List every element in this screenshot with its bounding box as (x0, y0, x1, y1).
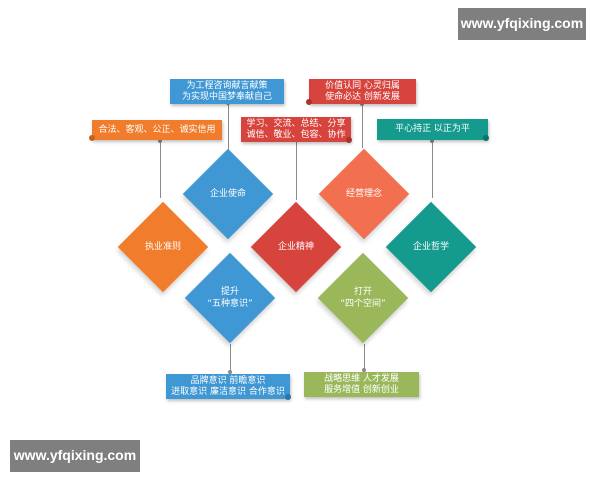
connector-dot-awareness (228, 370, 232, 374)
banner-spirit-line1: 学习、交流、总结、分享 (246, 118, 346, 129)
banner-philosophy-line1: 平心持正 以正为平 (395, 124, 470, 134)
banner-spaces-line2: 服务增值 创新创业 (324, 384, 399, 395)
banner-awareness-line1: 品牌意识 前瞻意识 (190, 375, 266, 386)
banner-management-line2: 使命必达 创新发展 (325, 91, 400, 102)
banner-philosophy-curl (483, 135, 489, 141)
banner-mission-line1: 为工程咨询献言献策 (186, 80, 268, 91)
connector-line-philosophy (432, 141, 433, 198)
diamond-code-label: 执业准则 (144, 242, 182, 252)
diamond-philosophy-label: 企业哲学 (412, 242, 450, 252)
banner-spirit: 学习、交流、总结、分享 诚信、敬业、包容、协作 (241, 117, 351, 142)
connector-line-mission (228, 103, 229, 150)
connector-line-management (362, 104, 363, 148)
diamond-awareness-line1: 提升 (220, 287, 240, 297)
diamond-mission-label: 企业使命 (209, 189, 247, 199)
banner-awareness: 品牌意识 前瞻意识 进取意识 廉洁意识 合作意识 (166, 374, 290, 399)
banner-management-line1: 价值认同 心灵归属 (325, 80, 400, 91)
diamond-spaces-line1: 打开 (353, 287, 373, 297)
banner-mission-line2: 为实现中国梦奉献自己 (181, 91, 272, 102)
connector-line-spaces (364, 344, 365, 372)
banner-awareness-line2: 进取意识 廉洁意识 合作意识 (171, 386, 285, 397)
connector-line-awareness (230, 344, 231, 374)
diamond-spaces-label: 打开 “四个空间” (340, 286, 385, 310)
diamond-management-label: 经营理念 (345, 189, 383, 199)
banner-code-curl (89, 135, 95, 141)
diamond-spirit-label: 企业精神 (277, 242, 315, 252)
banner-philosophy: 平心持正 以正为平 (377, 119, 488, 140)
diamond-awareness-line2: “五种意识” (207, 299, 253, 309)
banner-mission: 为工程咨询献言献策 为实现中国梦奉献自己 (170, 79, 284, 104)
watermark-top: www.yfqixing.com (458, 8, 586, 40)
connector-line-code (160, 141, 161, 198)
banner-spaces: 战略思维 人才发展 服务增值 创新创业 (304, 372, 419, 397)
banner-spirit-line2: 诚信、敬业、包容、协作 (246, 129, 346, 140)
connector-dot-code (158, 139, 162, 143)
banner-code: 合法、客观、公正、诚实信用 (92, 120, 222, 140)
diamond-awareness-label: 提升 “五种意识” (207, 286, 252, 310)
banner-management-curl (306, 99, 312, 105)
banner-spaces-line1: 战略思维 人才发展 (324, 373, 399, 384)
connector-dot-spaces (362, 368, 366, 372)
connector-dot-management (360, 102, 364, 106)
banner-management: 价值认同 心灵归属 使命必达 创新发展 (309, 79, 416, 104)
connector-line-spirit (296, 140, 297, 200)
connector-dot-philosophy (430, 139, 434, 143)
banner-awareness-curl (285, 394, 291, 400)
banner-code-line1: 合法、客观、公正、诚实信用 (98, 124, 216, 135)
watermark-bottom: www.yfqixing.com (10, 440, 140, 472)
banner-spirit-curl (346, 137, 352, 143)
diamond-spaces-line2: “四个空间” (340, 299, 386, 309)
